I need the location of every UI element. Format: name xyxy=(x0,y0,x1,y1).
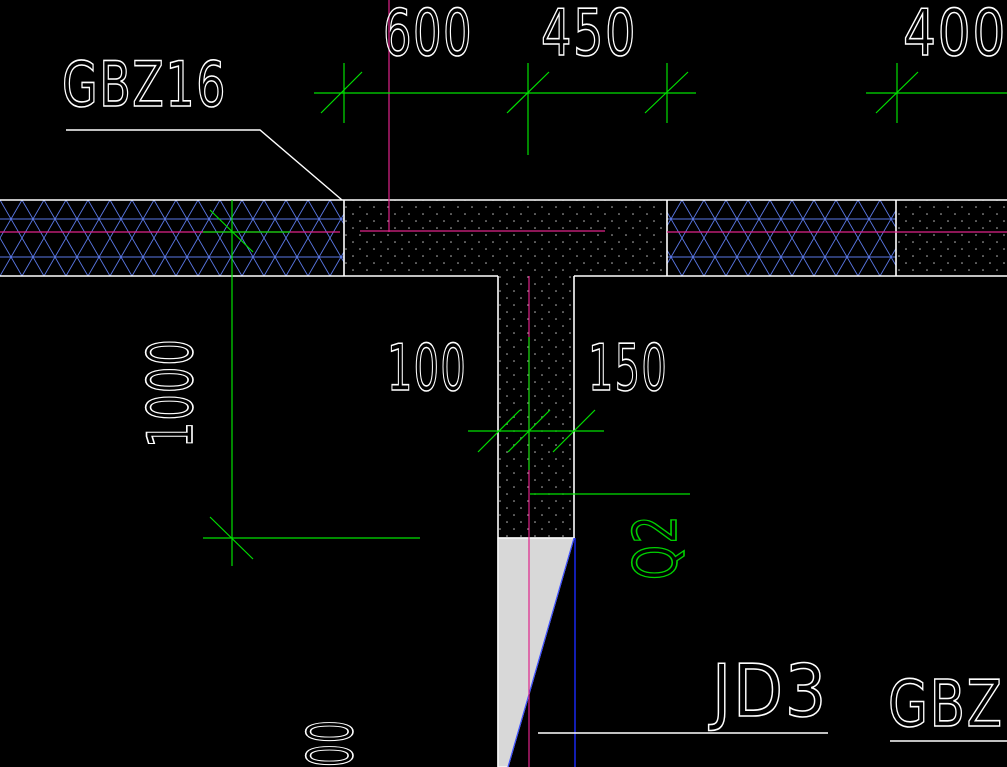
dimension-600: 600 xyxy=(383,0,473,71)
insulation-wall-left xyxy=(0,200,344,276)
filled-wedge xyxy=(497,537,575,767)
concrete-wall-center xyxy=(344,200,667,276)
stem-dimension-group xyxy=(468,337,690,495)
label-q2: Q2 xyxy=(621,514,691,580)
wedge-diagonal xyxy=(507,537,575,767)
dimension-1000: 1000 xyxy=(134,338,207,448)
concrete-wall-far-right xyxy=(896,200,1007,276)
gbz16-leader xyxy=(66,129,343,201)
left-dimension-group xyxy=(203,200,420,566)
concrete-stem xyxy=(498,276,574,538)
dimension-450: 450 xyxy=(541,0,637,71)
insulation-wall-right xyxy=(667,200,896,276)
dimension-400: 400 xyxy=(903,0,1007,71)
dimension-100: 100 xyxy=(387,332,467,406)
top-dimension-group xyxy=(314,63,1007,155)
label-jd3: JD3 xyxy=(708,649,828,733)
label-gbz16: GBZ16 xyxy=(62,48,227,121)
dimension-bottom-partial: 00 xyxy=(294,719,367,767)
label-gbz-partial: GBZ1 xyxy=(888,668,1007,742)
dimension-150: 150 xyxy=(588,332,668,406)
